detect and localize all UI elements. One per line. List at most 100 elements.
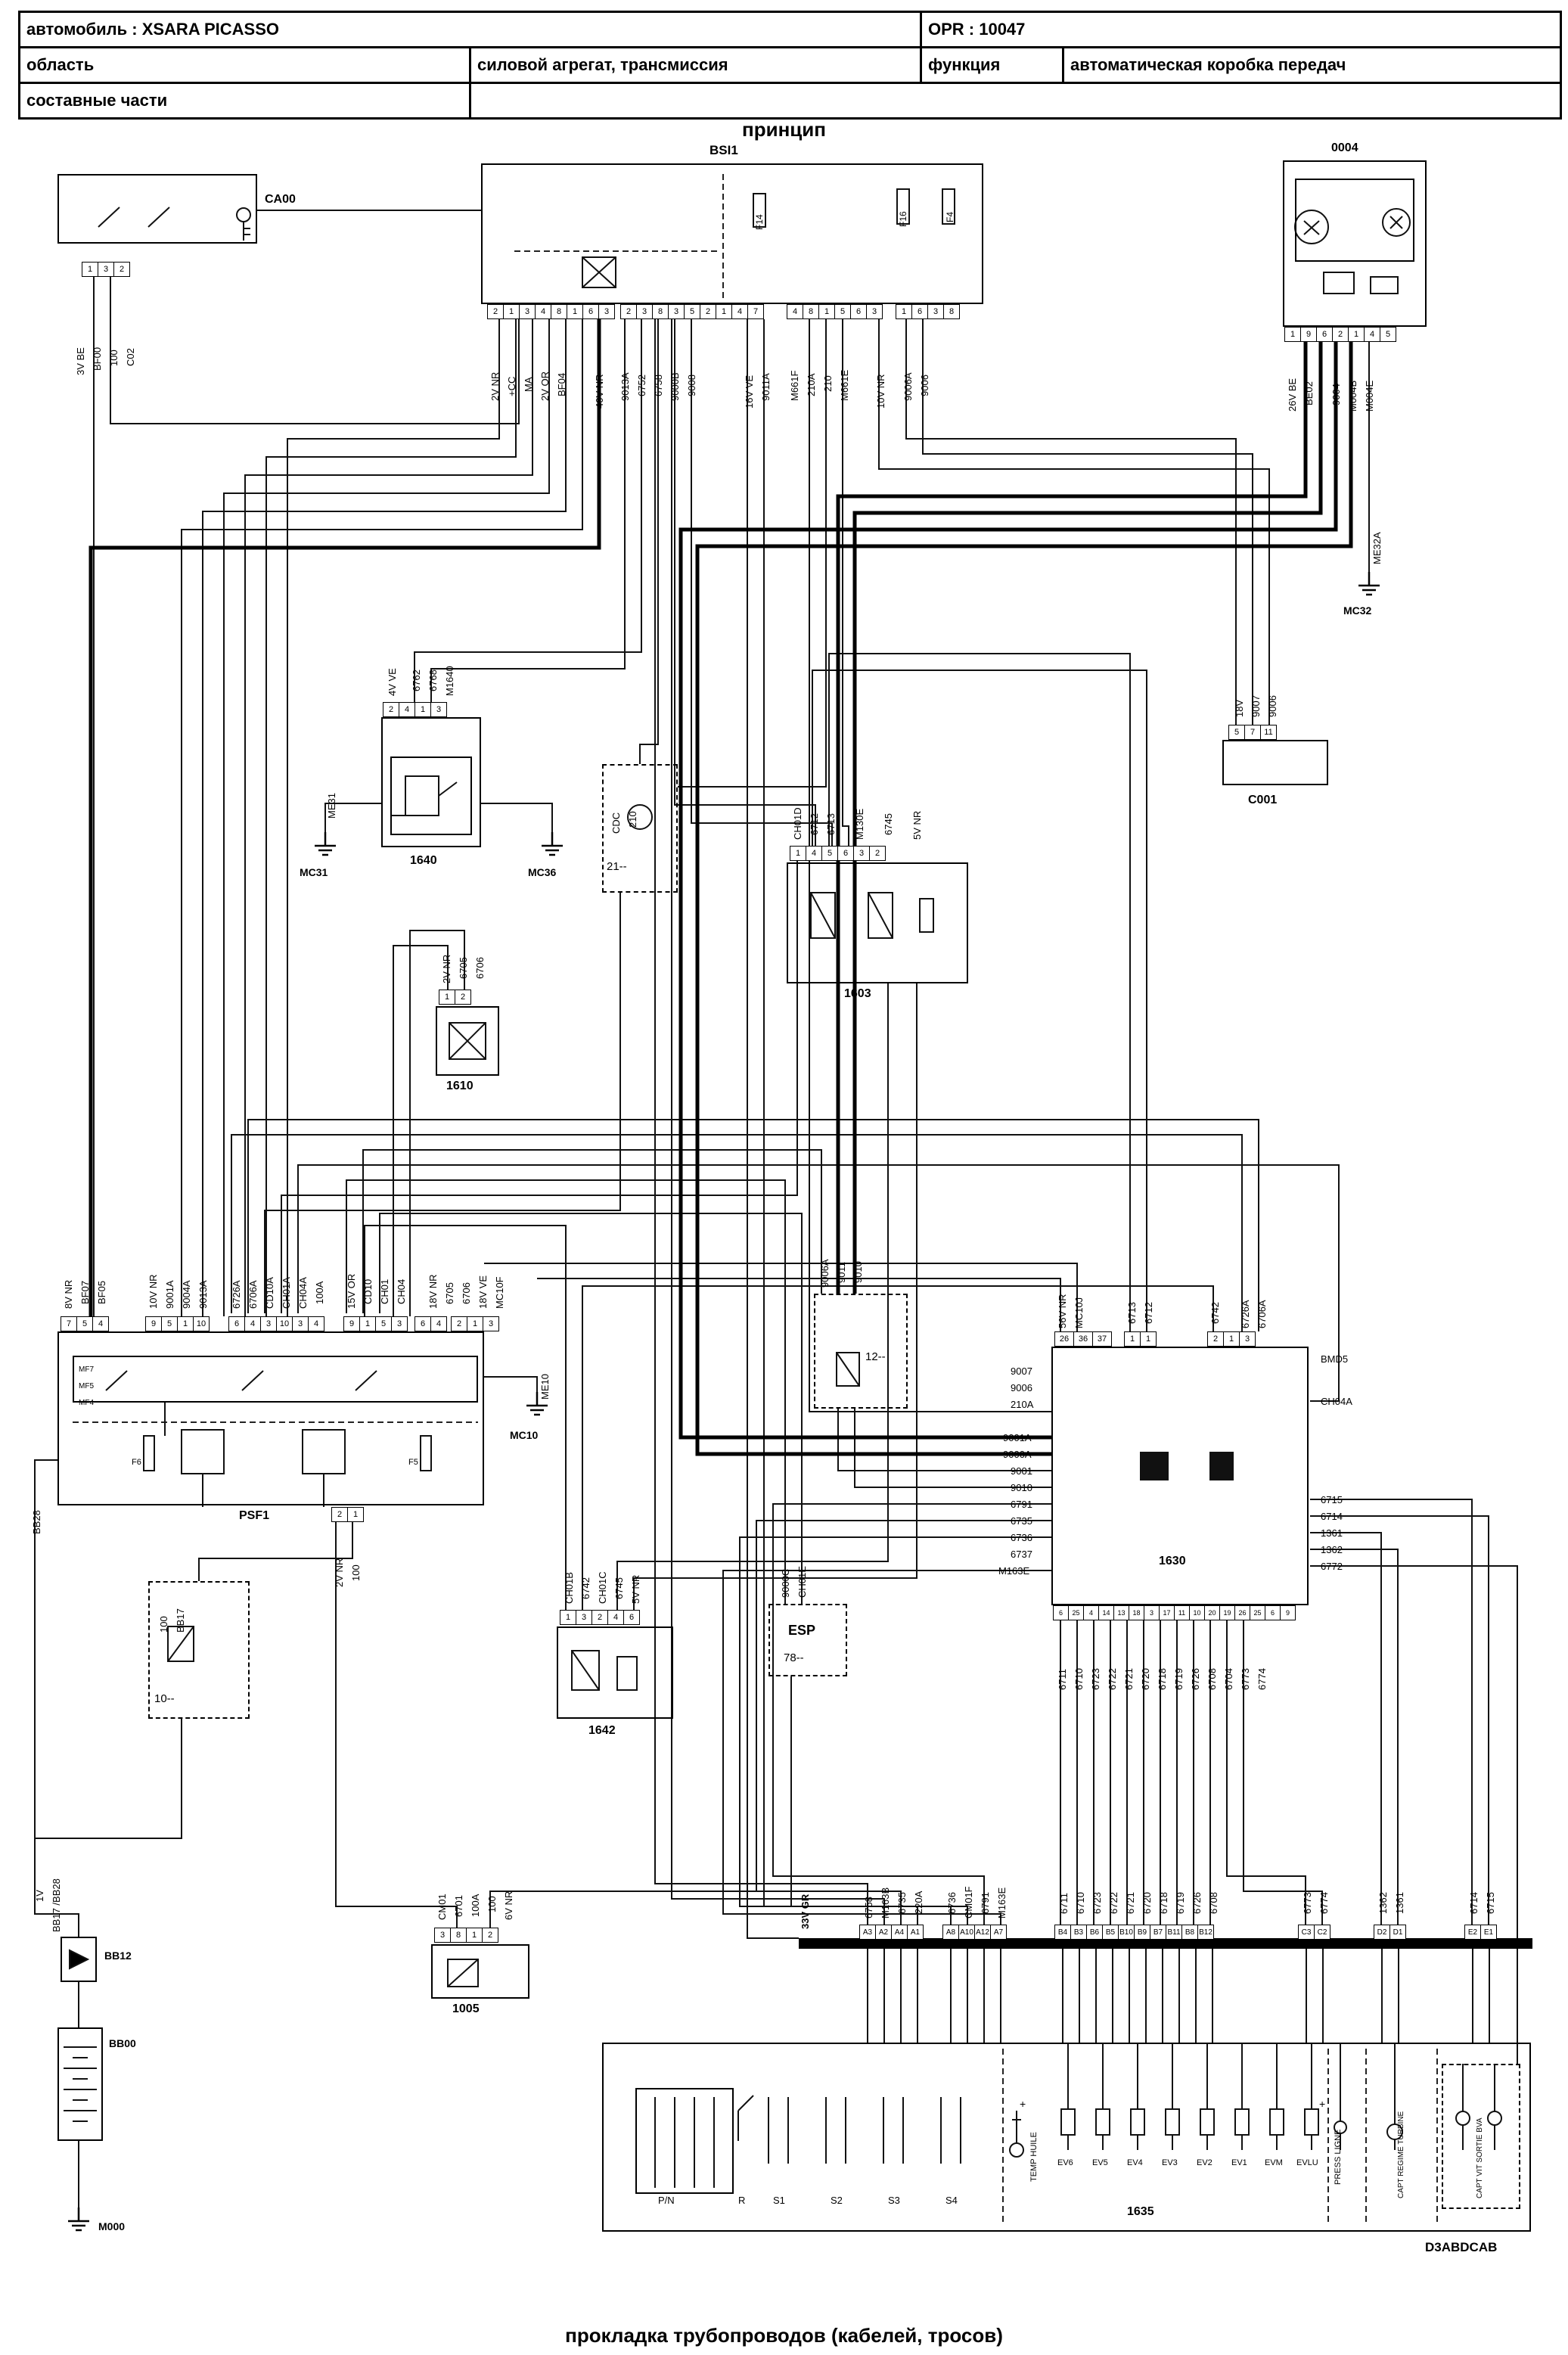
- diagram-label: 6735: [1011, 1515, 1032, 1527]
- component-psf1: [57, 1331, 484, 1505]
- pin-cell: B5: [1102, 1925, 1119, 1940]
- component-unit-1603: [787, 862, 968, 983]
- pin-cell: 3: [576, 1610, 592, 1625]
- pin-cell: 1: [177, 1316, 194, 1331]
- pin-cell: 17: [1159, 1605, 1175, 1620]
- pin-cell: 3: [519, 304, 536, 319]
- wire-label: 6718: [1157, 1668, 1168, 1690]
- wire-label: 2V NR: [441, 954, 452, 983]
- wire-label: 6773: [1302, 1892, 1313, 1914]
- pin-cell: E2: [1464, 1925, 1481, 1940]
- pin-cell: 9: [1280, 1605, 1296, 1620]
- wire-label: F4: [945, 211, 955, 222]
- wire-label: 5V NR: [630, 1574, 641, 1604]
- pin-cell: A7: [990, 1925, 1007, 1940]
- pin-cell: 1: [415, 702, 431, 717]
- component-esp-78: [768, 1604, 847, 1676]
- wire-label: BF07: [79, 1280, 91, 1304]
- pin-cell: 3: [98, 262, 114, 277]
- wire-label: 6773: [1240, 1668, 1251, 1690]
- pin-cell: 3: [636, 304, 653, 319]
- wire-label: 6710: [1073, 1668, 1085, 1690]
- function-label-cell: функция: [920, 46, 1064, 84]
- component-unit-0004: [1283, 160, 1427, 327]
- wire-label: 3V BE: [75, 347, 86, 375]
- pin-cell: B7: [1150, 1925, 1166, 1940]
- pin-cell: A12: [974, 1925, 991, 1940]
- parts-value-cell: [469, 82, 1562, 120]
- pin-cell: 1: [1348, 327, 1365, 342]
- pin-cell: B6: [1086, 1925, 1103, 1940]
- pin-cell: 2: [455, 990, 471, 1005]
- diagram-label: 78--: [784, 1651, 804, 1664]
- pin-cell: 3: [1239, 1331, 1256, 1347]
- pin-cell: 19: [1219, 1605, 1235, 1620]
- diagram-label: D3ABDCAB: [1425, 2240, 1498, 2254]
- pin-cell: 6: [911, 304, 928, 319]
- diagram-label: 9000A: [1003, 1449, 1032, 1460]
- pin-cell: B4: [1054, 1925, 1071, 1940]
- diagram-label: MF4: [79, 1399, 94, 1407]
- wire-label: 6726A: [231, 1280, 242, 1309]
- wire-label: 6706: [461, 1282, 472, 1304]
- wire-label: MC10F: [494, 1276, 505, 1309]
- wire-label: 9008: [686, 374, 697, 396]
- wire-label: 9004A: [181, 1280, 192, 1309]
- wire-label: 8V NR: [63, 1279, 74, 1309]
- pin-cell: 25: [1068, 1605, 1084, 1620]
- wire-label: F14: [754, 214, 765, 230]
- pin-cell: 6: [1053, 1605, 1069, 1620]
- wire-label: 6715: [1485, 1892, 1496, 1914]
- diagram-label: BB00: [109, 2037, 136, 2049]
- diagram-label: F5: [408, 1458, 418, 1467]
- wire-label: 6714: [1468, 1892, 1480, 1914]
- pin-cell: 3: [260, 1316, 277, 1331]
- diagram-label: EV3: [1162, 2158, 1178, 2167]
- wire-label: M130E: [854, 808, 865, 840]
- diagram-label: MC36: [528, 866, 557, 878]
- pin-cell: B3: [1070, 1925, 1087, 1940]
- diagram-label: 6737: [1011, 1549, 1032, 1560]
- wire-label: 40V NR: [594, 374, 605, 409]
- wire-label: 6713: [825, 813, 837, 835]
- pin-cell: 1: [347, 1507, 364, 1522]
- wire-label: 4V VE: [387, 668, 398, 696]
- wire-label: M1640: [444, 666, 455, 696]
- pin-cell: 4: [806, 846, 822, 861]
- wire-label: PRESS LIGNE: [1334, 2129, 1343, 2185]
- pin-cell: 10: [193, 1316, 210, 1331]
- wire-label: 100: [158, 1616, 169, 1633]
- wire-label: F16: [898, 211, 908, 227]
- wire-label: 6718: [1158, 1892, 1169, 1914]
- wire-label: 1362: [1377, 1892, 1389, 1914]
- wire-label: 6745: [883, 813, 894, 835]
- pin-cell: 2: [451, 1316, 467, 1331]
- function-value-cell: автоматическая коробка передач: [1062, 46, 1562, 84]
- header-row-parts: составные части: [18, 82, 1562, 120]
- pin-cell: 1: [1124, 1331, 1141, 1347]
- wire-label: M661E: [839, 369, 850, 401]
- wire-label: 100A: [314, 1281, 325, 1304]
- wire-label: M163B: [880, 1887, 891, 1918]
- pin-cell: 14: [1098, 1605, 1114, 1620]
- wire-label: 26V BE: [1287, 377, 1298, 412]
- wire-label: 5V NR: [911, 810, 923, 840]
- diagram-label: C001: [1248, 794, 1278, 806]
- wire-label: 6723: [1091, 1892, 1103, 1914]
- wire-label: 6736: [946, 1892, 958, 1914]
- wire-label: 9011: [836, 1262, 847, 1283]
- wire-label: CH04: [396, 1278, 407, 1304]
- pin-cell: D1: [1389, 1925, 1406, 1940]
- pin-cell: A3: [859, 1925, 876, 1940]
- diagram-label: M163E: [998, 1565, 1030, 1577]
- wire-label: 100: [350, 1564, 362, 1581]
- pin-cell: 5: [821, 846, 838, 861]
